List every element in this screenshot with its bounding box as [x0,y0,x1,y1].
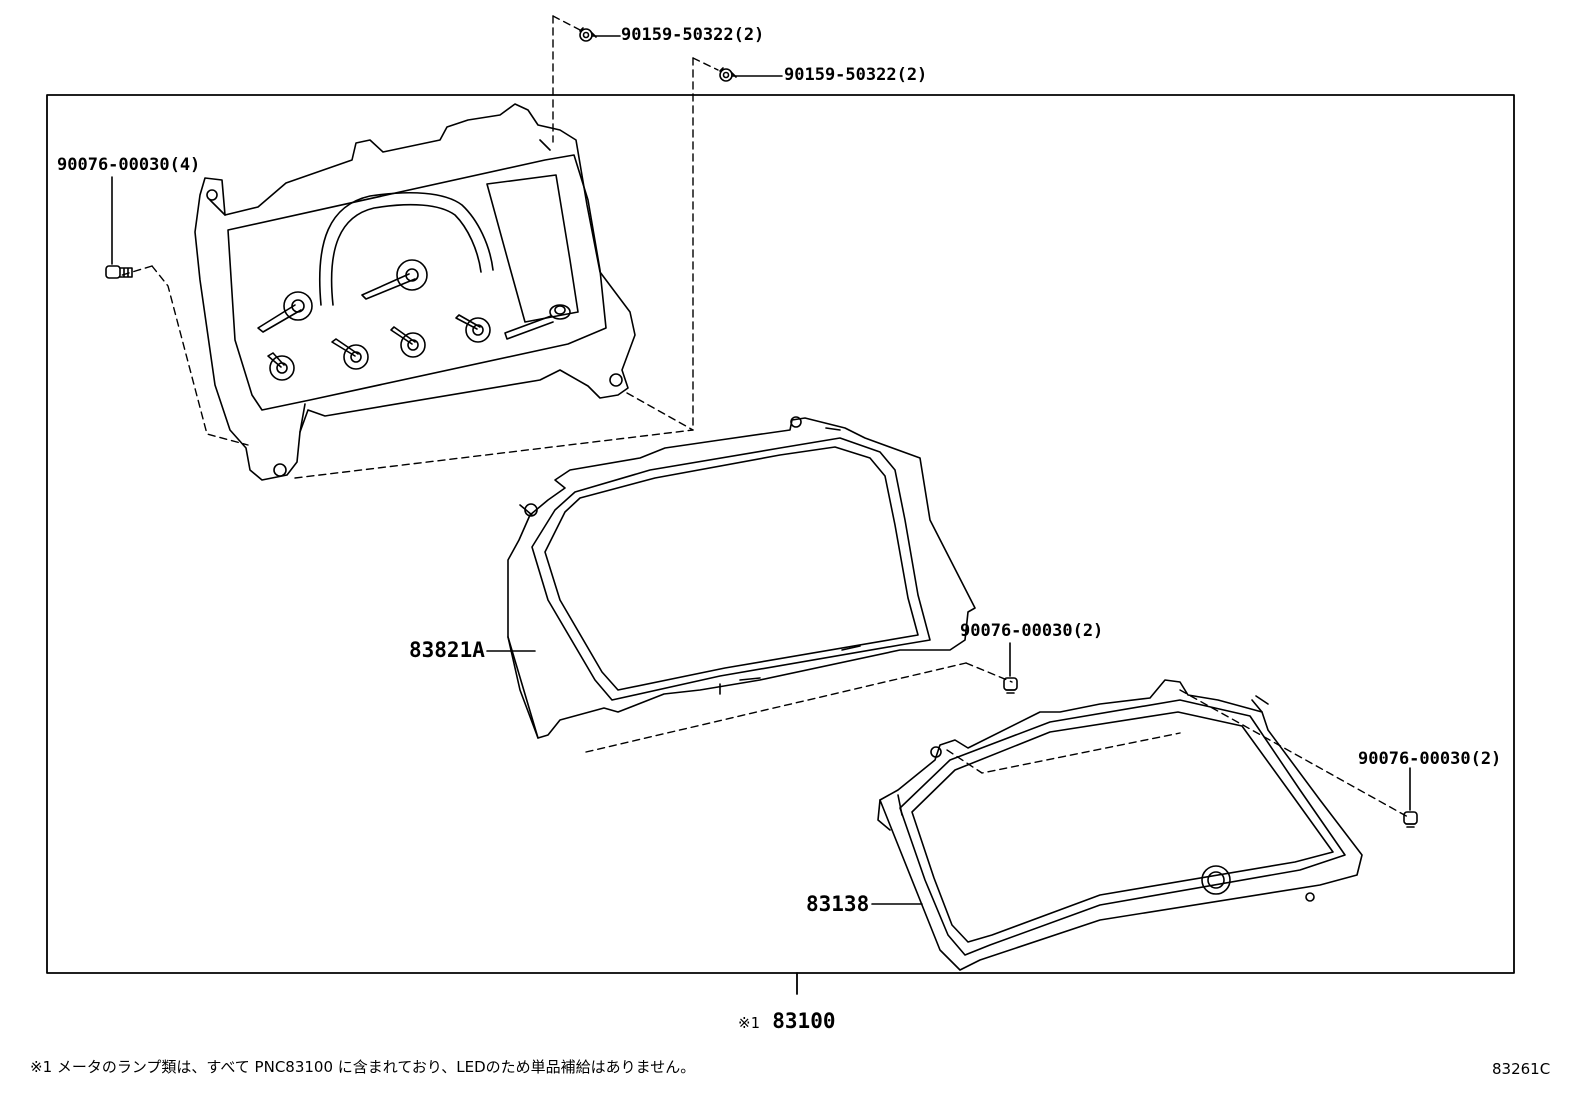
label-part-glass: 83138 [806,892,870,916]
label-bolt-top-2: 90159-50322(2) [784,65,928,85]
meter-glass [877,679,1363,971]
label-screw-left: 90076-00030(4) [57,155,201,175]
label-screw-right: 90076-00030(2) [1358,749,1502,769]
label-bolt-top-1: 90159-50322(2) [621,25,765,45]
bolt-top-1-icon [579,27,621,42]
label-assembly: ※1 83100 [738,1011,835,1032]
footnote: ※1 メータのランプ類は、すべて PNC83100 に含まれており、LEDのため… [30,1058,696,1076]
assembly-box [46,94,1515,974]
dashed-guides [118,15,1409,818]
label-screw-mid: 90076-00030(2) [960,621,1104,641]
diagram-code: 83261C [1492,1060,1551,1078]
assembly-mark: ※1 [738,1014,760,1032]
bolt-top-2-icon [719,67,783,82]
meter-ring [507,416,976,739]
screw-left-icon [105,176,133,279]
screw-right-icon [1403,767,1418,828]
meter-body [194,103,636,481]
assembly-number: 83100 [772,1009,836,1033]
label-part-ring: 83821A [409,638,485,662]
screw-mid-icon [1003,642,1018,694]
